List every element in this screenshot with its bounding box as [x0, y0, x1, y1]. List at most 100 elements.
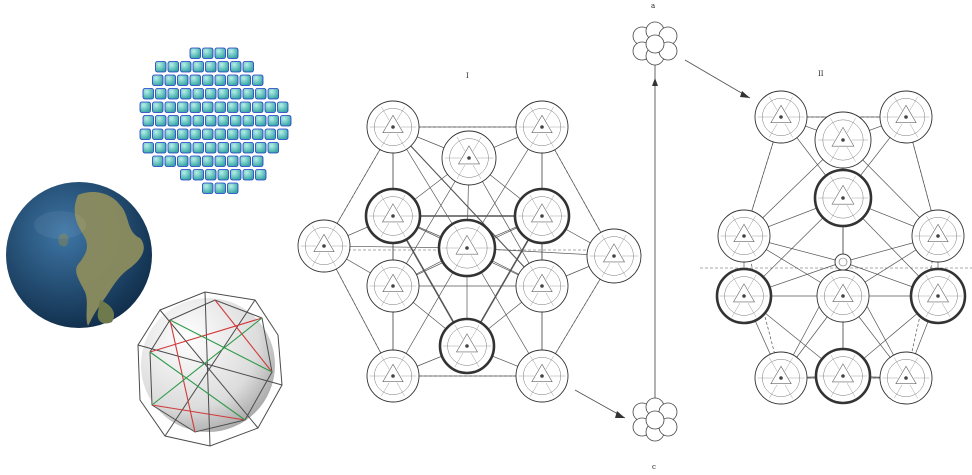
crystal-cube: [156, 89, 167, 100]
cluster-sphere: [646, 35, 664, 53]
sphere-node: [515, 189, 569, 243]
crystal-cube: [240, 75, 251, 86]
crystal-cube: [193, 143, 204, 154]
crystal-cube: [268, 143, 279, 154]
crystal-cube: [143, 116, 154, 127]
crystal-cube: [181, 170, 192, 181]
crystal-cube: [190, 102, 201, 113]
crystal-cube: [218, 116, 229, 127]
sphere-node: [815, 170, 871, 226]
crystal-cube: [215, 48, 226, 59]
crystal-cube: [240, 102, 251, 113]
polyhedron-sphere-illustration: [138, 292, 282, 446]
sphere-node: [717, 269, 771, 323]
sphere-node: [587, 229, 641, 283]
crystal-cube: [215, 129, 226, 140]
arrow-line: [685, 60, 750, 98]
sphere-node: [440, 319, 494, 373]
node-center-dot: [540, 374, 544, 378]
node-center-dot: [779, 376, 783, 380]
sphere-node: [718, 210, 770, 262]
crystal-cube: [243, 89, 254, 100]
crystal-cube: [153, 156, 164, 167]
crystal-cube: [256, 170, 267, 181]
node-center-dot: [742, 234, 746, 238]
sphere-node: [516, 350, 568, 402]
crystal-cube: [206, 89, 217, 100]
diagram-nodes: [298, 22, 965, 441]
crystal-cube: [231, 116, 242, 127]
crystal-cube: [168, 143, 179, 154]
sphere-node: [516, 260, 568, 312]
crystal-cube: [206, 62, 217, 73]
crystal-cluster-illustration: [140, 48, 291, 194]
panel-label-II: II: [818, 70, 824, 78]
node-center-dot: [936, 234, 940, 238]
crystal-cube: [206, 143, 217, 154]
crystal-cube: [203, 75, 214, 86]
crystal-cube: [178, 156, 189, 167]
node-center-dot: [904, 115, 908, 119]
crystal-cube: [231, 62, 242, 73]
crystal-cube: [268, 116, 279, 127]
sphere-node: [439, 220, 495, 276]
crystal-cube: [156, 143, 167, 154]
node-center-dot: [322, 244, 326, 248]
crystal-cube: [240, 129, 251, 140]
node-center-dot: [936, 294, 940, 298]
crystal-cube: [256, 143, 267, 154]
node-center-dot: [540, 214, 544, 218]
crystal-cube: [190, 48, 201, 59]
small-cluster: [633, 22, 677, 65]
crystal-cube: [256, 89, 267, 100]
crystal-cube: [153, 102, 164, 113]
sphere-node: [298, 220, 350, 272]
crystal-cube: [140, 129, 151, 140]
sphere-node: [755, 91, 807, 143]
crystal-cube: [181, 116, 192, 127]
node-center-dot: [467, 156, 471, 160]
node-center-dot: [841, 138, 845, 142]
crystal-cube: [253, 156, 264, 167]
arrowhead: [740, 91, 750, 98]
sphere-node: [366, 189, 420, 243]
node-center-dot: [465, 246, 469, 250]
crystal-cube: [218, 143, 229, 154]
sphere-node: [755, 352, 807, 404]
crystal-cube: [243, 62, 254, 73]
crystal-cube: [190, 129, 201, 140]
node-center-dot: [391, 214, 395, 218]
crystal-cube: [203, 102, 214, 113]
crystal-cube: [143, 89, 154, 100]
crystal-cube: [203, 129, 214, 140]
node-center-dot: [742, 294, 746, 298]
crystal-cube: [253, 129, 264, 140]
crystal-cube: [215, 183, 226, 194]
crystal-cube: [240, 156, 251, 167]
node-center-dot: [391, 374, 395, 378]
earth-globe-illustration: [6, 182, 152, 328]
crystal-cube: [231, 170, 242, 181]
crystal-cube: [156, 116, 167, 127]
crystal-cube: [228, 156, 239, 167]
crystal-cube: [253, 102, 264, 113]
crystal-cube: [218, 89, 229, 100]
crystal-cube: [153, 129, 164, 140]
crystal-cube: [228, 48, 239, 59]
crystal-cube: [278, 102, 289, 113]
crystal-cube: [181, 89, 192, 100]
crystal-cube: [215, 75, 226, 86]
crystal-cube: [228, 183, 239, 194]
crystal-cube: [168, 116, 179, 127]
crystal-cube: [165, 102, 176, 113]
crystal-cube: [181, 143, 192, 154]
crystal-cube: [228, 129, 239, 140]
node-center-dot: [540, 125, 544, 129]
crystal-cube: [256, 116, 267, 127]
panel-label-I: I: [466, 72, 469, 80]
crystal-cube: [243, 143, 254, 154]
crystal-cube: [178, 129, 189, 140]
sphere-node: [816, 349, 870, 403]
